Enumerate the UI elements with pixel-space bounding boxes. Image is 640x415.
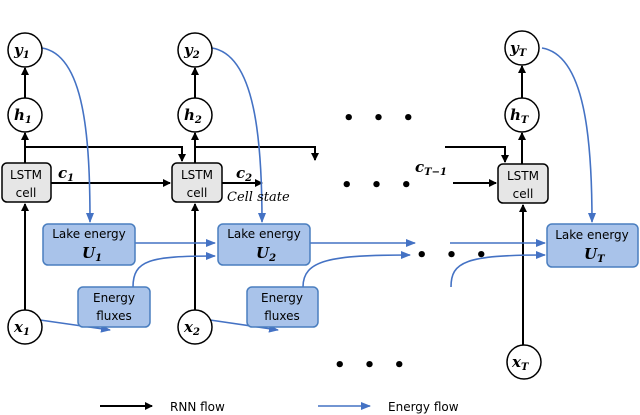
svg-text:fluxes: fluxes [96,309,132,323]
svg-text:y1: y1 [13,41,30,61]
label-cT-1: cT−1 [415,158,447,178]
svg-text:Lake energy: Lake energy [52,227,126,241]
svg-text:yT: yT [509,39,528,59]
lstm-cell-2: LSTM cell [171,162,223,203]
node-y1: y1 [7,32,43,68]
svg-text:LSTM: LSTM [181,168,213,182]
energy-fluxes-2: Energy fluxes [246,286,319,328]
label-c2: c2 [236,164,252,184]
svg-text:Energy: Energy [93,291,135,305]
node-y2: y2 [177,32,213,68]
svg-text:U1: U1 [82,244,102,264]
svg-text:LSTM: LSTM [507,169,539,183]
svg-text:x2: x2 [183,318,200,338]
legend-rnn-label: RNN flow [170,400,225,414]
svg-text:fluxes: fluxes [264,309,300,323]
svg-text:hT: hT [510,106,530,126]
node-x1: x1 [7,309,43,345]
node-yT: yT [504,30,540,66]
svg-text:LSTM: LSTM [10,168,42,182]
energy-fluxes-1: Energy fluxes [77,286,151,328]
ellipsis-h: • • • [343,108,420,129]
legend-energy-label: Energy flow [388,400,459,414]
node-h1: h1 [7,97,43,133]
node-xT: xT [506,344,542,380]
energy-flow-lines [39,47,596,333]
svg-text:Lake energy: Lake energy [555,228,629,242]
lstm-cell-T: LSTM cell [497,163,549,204]
svg-text:x1: x1 [13,318,30,338]
node-hT: hT [504,97,540,133]
label-cell-state: Cell state [227,190,290,205]
svg-text:y2: y2 [183,41,200,61]
svg-text:Energy: Energy [261,291,303,305]
node-h2: h2 [177,97,213,133]
svg-text:U2: U2 [256,244,276,264]
svg-text:cell: cell [513,187,534,201]
label-c1: c1 [58,164,74,184]
svg-text:h1: h1 [14,106,32,126]
ellipsis-c: • • • [341,175,418,196]
lstm-cell-1: LSTM cell [1,162,52,203]
ellipsis-x: • • • [334,355,411,376]
svg-text:UT: UT [584,245,606,265]
svg-text:xT: xT [511,353,530,373]
svg-text:cell: cell [16,186,37,200]
svg-text:cell: cell [187,186,208,200]
node-x2: x2 [177,309,213,345]
svg-text:h2: h2 [184,106,202,126]
legend: RNN flow Energy flow [100,400,459,414]
ellipsis-energy: • • • [416,245,493,266]
svg-text:Lake energy: Lake energy [227,227,301,241]
